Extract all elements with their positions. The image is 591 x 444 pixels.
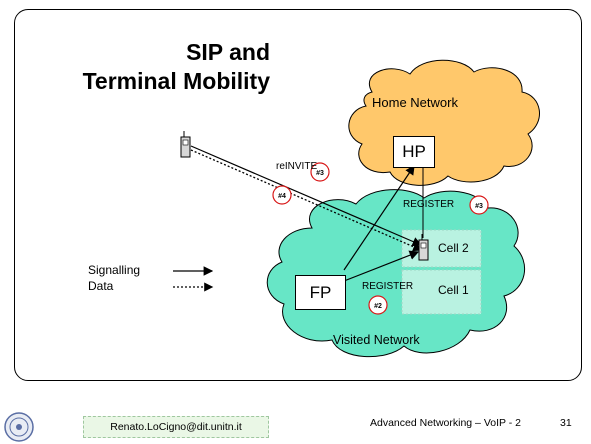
svg-text:#3: #3 xyxy=(316,170,324,177)
fp-box: FP xyxy=(295,275,346,310)
fp-to-hp-line xyxy=(343,165,415,271)
course-title: Advanced Networking – VoIP - 2 xyxy=(370,417,521,429)
register-upper-label: REGISTER xyxy=(403,199,455,210)
mobile-terminal-visited-icon xyxy=(418,234,429,261)
cell-2-label: Cell 2 xyxy=(438,241,469,255)
author-email: Renato.LoCigno@dit.unitn.it xyxy=(83,416,269,438)
cell-1-label: Cell 1 xyxy=(438,283,469,297)
home-network-label: Home Network xyxy=(372,95,458,110)
legend-signalling-label: Signalling xyxy=(88,263,141,277)
title-line-1: SIP and xyxy=(186,39,270,65)
author-email-text: Renato.LoCigno@dit.unitn.it xyxy=(110,421,242,433)
visited-network-label: Visited Network xyxy=(333,333,420,347)
slide-title: SIP and Terminal Mobility xyxy=(30,38,270,96)
badge-register-lower: #2 xyxy=(368,295,388,315)
hp-box: HP xyxy=(393,136,435,168)
mobile-terminal-origin-icon xyxy=(180,131,191,158)
badge-data: #4 xyxy=(272,185,292,205)
visited-network-cloud xyxy=(266,189,525,358)
svg-text:#4: #4 xyxy=(278,193,286,200)
badge-register-upper: #3 xyxy=(469,195,489,215)
svg-text:#3: #3 xyxy=(475,203,483,210)
university-seal-logo xyxy=(4,412,34,442)
data-line xyxy=(190,149,423,252)
badge-reinvite: #3 xyxy=(310,162,330,182)
reinvite-label: reINVITE xyxy=(276,161,318,172)
svg-text:#2: #2 xyxy=(374,303,382,310)
legend-data-label: Data xyxy=(88,279,114,293)
cell-1 xyxy=(401,269,482,315)
reinvite-line xyxy=(190,145,423,247)
register-lower-line xyxy=(343,250,420,282)
home-network-cloud xyxy=(348,59,540,186)
title-line-2: Terminal Mobility xyxy=(82,68,270,94)
cell-2 xyxy=(401,229,482,268)
page-number: 31 xyxy=(560,417,572,429)
register-lower-label: REGISTER xyxy=(362,281,414,292)
